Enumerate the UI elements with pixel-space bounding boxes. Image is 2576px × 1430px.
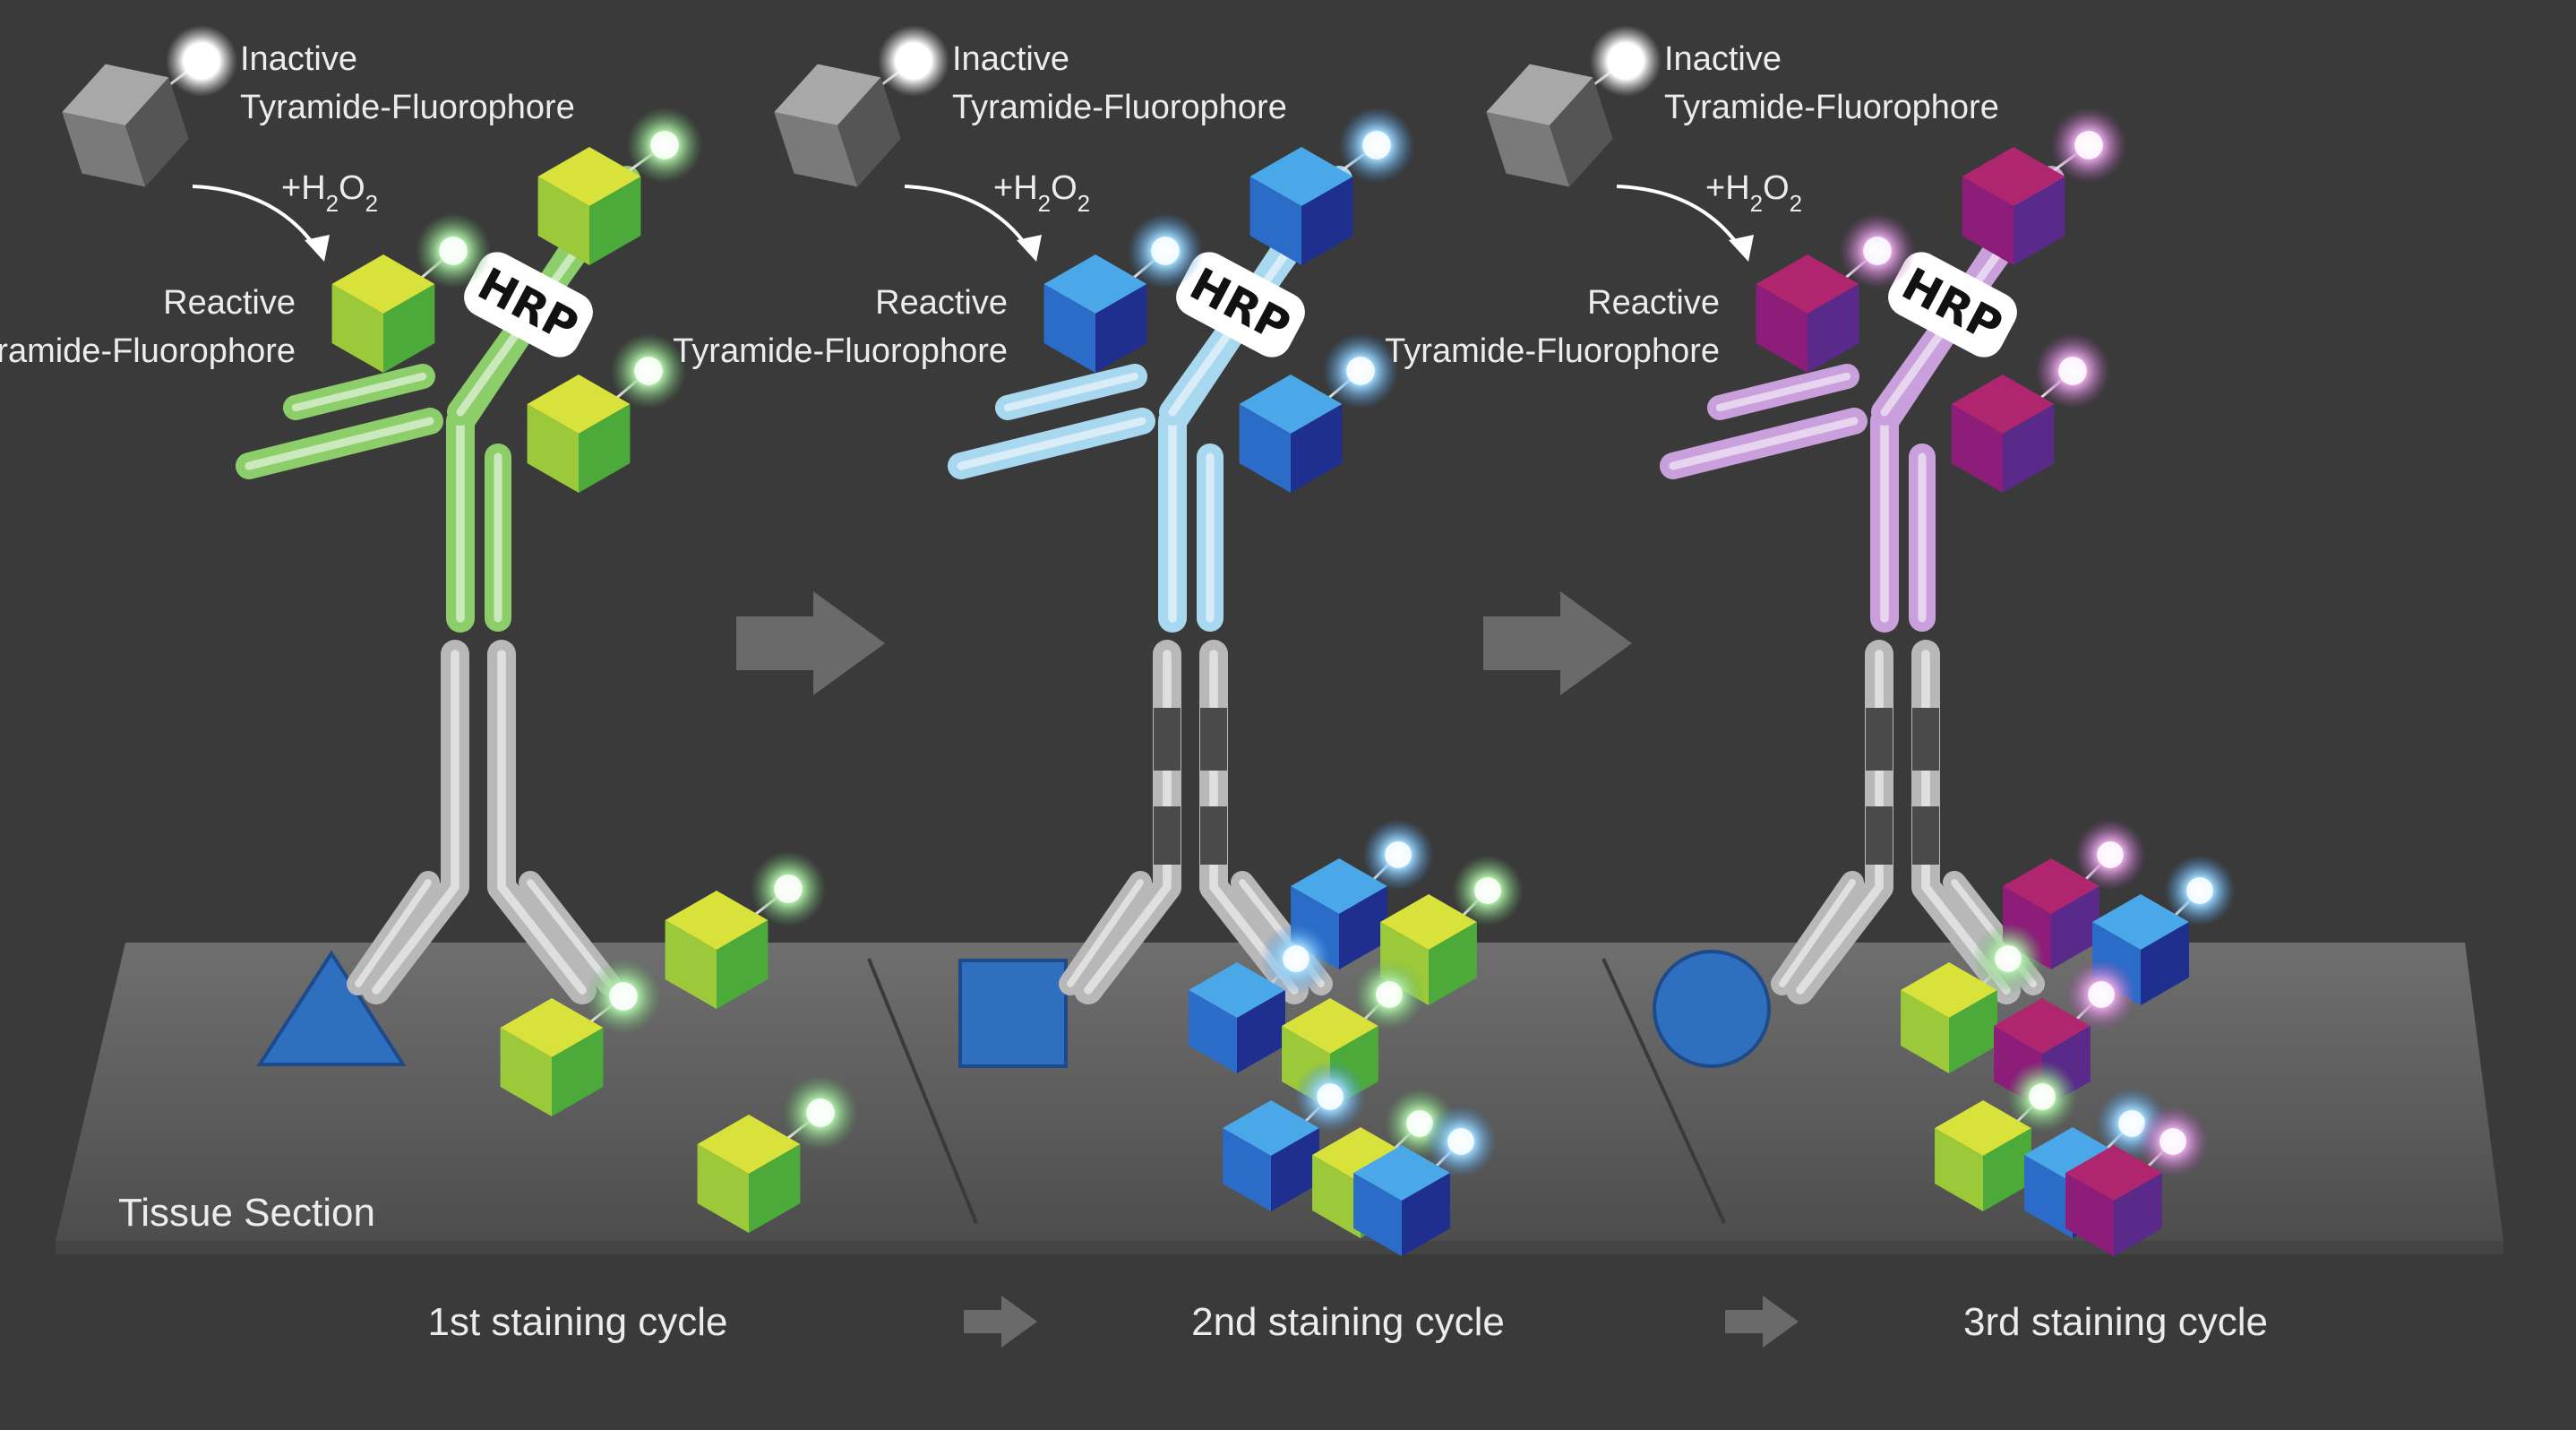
primary-heavy-chain <box>362 640 469 1004</box>
tyramide-fluorophore <box>1291 819 1434 969</box>
reactive-label: Tyramide-Fluorophore <box>1385 332 1720 370</box>
tyramide-fluorophore <box>1951 332 2111 493</box>
cycle-divider <box>1601 958 1726 1224</box>
inactive-tyramide-cube <box>1486 64 1613 187</box>
tyramide-fluorophore <box>2003 819 2146 969</box>
process-arrow <box>1483 591 1632 695</box>
tyramide-cube <box>1353 1145 1450 1256</box>
inactive-label: Tyramide-Fluorophore <box>952 89 1287 126</box>
h2o2-label: +H2O2 <box>993 169 1090 217</box>
process-arrow <box>736 591 885 695</box>
inactive-tyramide <box>774 25 949 187</box>
caption-arrow <box>1725 1296 1799 1348</box>
tyramide-cube <box>1962 147 2065 265</box>
tyramide-fluorophore <box>1043 212 1204 373</box>
inactive-tyramide-cube <box>62 64 189 187</box>
reaction-arrow <box>1616 185 1744 253</box>
h2o2-label: +H2O2 <box>281 169 378 217</box>
tyramide-fluorophore <box>1756 212 1916 373</box>
tyramide-cube <box>537 147 641 265</box>
reaction-arrowhead <box>305 235 330 262</box>
secondary-light-chain <box>1707 364 1859 420</box>
secondary-light-chain <box>236 408 443 479</box>
tyramide-fluorophore <box>527 332 687 493</box>
reactive-label: Tyramide-Fluorophore <box>0 332 296 370</box>
cycle-2-caption: 2nd staining cycle <box>1191 1300 1505 1344</box>
reaction-arrowhead <box>1017 235 1042 262</box>
reaction-arrow <box>192 185 320 253</box>
inactive-label: Tyramide-Fluorophore <box>1664 89 1999 126</box>
secondary-light-chain <box>948 408 1155 479</box>
tyramide-cube <box>1249 147 1353 265</box>
inactive-tyramide <box>1486 25 1662 187</box>
tyramide-cube <box>1951 375 2055 493</box>
primary-light-chain <box>347 871 440 995</box>
tyramide-cube <box>1239 375 1343 493</box>
secondary-light-chain <box>283 364 435 420</box>
primary-antibody <box>347 640 621 1004</box>
tyramide-cube <box>527 375 631 493</box>
tyramide-fluorophore <box>1189 923 1332 1073</box>
reactive-label: Tyramide-Fluorophore <box>673 332 1008 370</box>
caption-arrow <box>964 1296 1037 1348</box>
primary-heavy-chain <box>487 640 597 1004</box>
tyramide-cube <box>331 254 435 373</box>
cycle-3-caption: 3rd staining cycle <box>1963 1300 2268 1344</box>
tyramide-cube <box>1189 962 1285 1073</box>
tyramide-cube <box>1043 254 1147 373</box>
primary-light-chain <box>519 871 621 995</box>
tissue-section-label: Tissue Section <box>118 1191 375 1235</box>
antigen-triangle <box>256 950 407 1066</box>
inactive-label: Tyramide-Fluorophore <box>240 89 575 126</box>
cycle-1-caption: 1st staining cycle <box>427 1300 727 1344</box>
h2o2-label: +H2O2 <box>1705 169 1802 217</box>
tyramide-fluorophore <box>1962 107 2127 265</box>
inactive-tyramide <box>62 25 237 187</box>
tyramide-cube <box>1291 858 1387 969</box>
inactive-label: Inactive <box>240 40 357 78</box>
primary-light-chain <box>1059 871 1152 995</box>
inactive-tyramide-cube <box>774 64 901 187</box>
tyramide-cube <box>1756 254 1859 373</box>
reactive-label: Reactive <box>1587 284 1720 322</box>
inactive-label: Inactive <box>1664 40 1782 78</box>
tissue-section <box>56 943 2503 1254</box>
reaction-arrowhead <box>1729 235 1754 262</box>
staining-cycle-2: HRPInactiveTyramide-Fluorophore+H2O2Reac… <box>673 25 1524 1256</box>
tyramide-fluorophore <box>1353 1106 1497 1256</box>
cycle-divider <box>867 958 978 1224</box>
antigen-circle <box>1653 950 1771 1068</box>
primary-light-chain <box>1771 871 1864 995</box>
inactive-label: Inactive <box>952 40 1069 78</box>
reactive-label: Reactive <box>163 284 296 322</box>
reaction-arrow <box>904 185 1032 253</box>
tyramide-fluorophore <box>537 107 703 265</box>
secondary-light-chain <box>995 364 1147 420</box>
tyramide-cube <box>1223 1100 1319 1211</box>
tyramide-fluorophore <box>1223 1061 1366 1211</box>
reactive-label: Reactive <box>875 284 1008 322</box>
tyramide-fluorophore <box>1249 107 1415 265</box>
tyramide-fluorophore <box>1239 332 1399 493</box>
antigen-square <box>958 959 1068 1068</box>
secondary-light-chain <box>1660 408 1868 479</box>
